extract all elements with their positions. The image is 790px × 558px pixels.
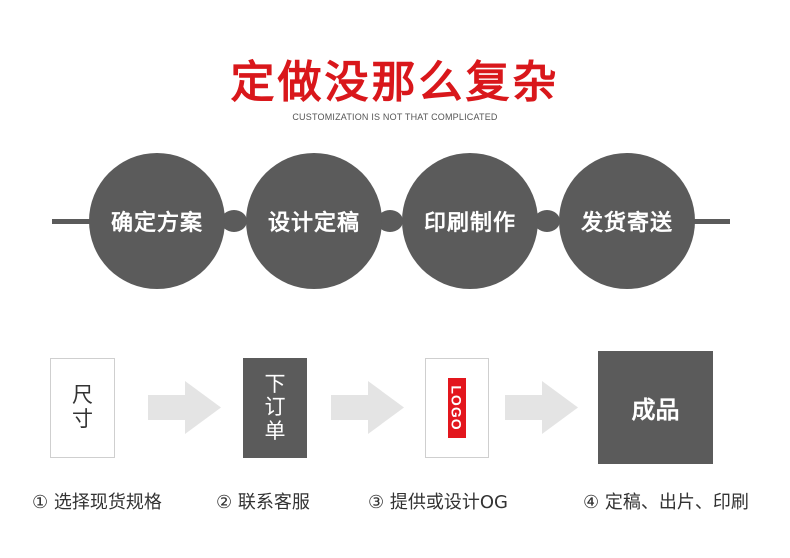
- step-caption: ② 联系客服: [216, 492, 310, 513]
- step-caption: ① 选择现货规格: [32, 492, 162, 513]
- size-card-char: 尺: [72, 383, 93, 408]
- right-arrow-icon: [505, 381, 578, 434]
- finished-product-card: 成品: [598, 351, 713, 464]
- finished-product-label: 成品: [631, 396, 680, 424]
- right-arrow-icon: [331, 381, 404, 434]
- process-step-circle: 设计定稿: [246, 153, 382, 289]
- process-step-label: 设计定稿: [267, 211, 360, 236]
- order-card-char: 单: [264, 418, 286, 443]
- order-card-char: 下: [264, 371, 286, 396]
- page-title: 定做没那么复杂: [230, 57, 560, 108]
- size-card: 尺 寸: [50, 358, 115, 458]
- logo-badge: LOGO: [448, 378, 466, 438]
- process-connector: [534, 210, 560, 232]
- process-step-label: 印刷制作: [423, 211, 516, 236]
- logo-text: LOGO: [449, 385, 466, 431]
- process-step-circle: 确定方案: [89, 153, 225, 289]
- process-step-circle: 印刷制作: [402, 153, 538, 289]
- process-step-label: 确定方案: [110, 211, 203, 236]
- process-step-label: 发货寄送: [580, 211, 673, 236]
- order-card: 下 订 单: [243, 358, 307, 458]
- process-connector: [221, 210, 247, 232]
- logo-card: LOGO: [425, 358, 489, 458]
- process-step-circle: 发货寄送: [559, 153, 695, 289]
- page-subtitle: CUSTOMIZATION IS NOT THAT COMPLICATED: [292, 112, 498, 122]
- size-card-char: 寸: [72, 407, 93, 431]
- process-connector: [377, 210, 403, 232]
- order-card-char: 订: [264, 395, 286, 420]
- right-arrow-icon: [148, 381, 221, 434]
- step-caption: ④ 定稿、出片、印刷: [583, 492, 749, 513]
- step-caption: ③ 提供或设计OG: [368, 492, 508, 513]
